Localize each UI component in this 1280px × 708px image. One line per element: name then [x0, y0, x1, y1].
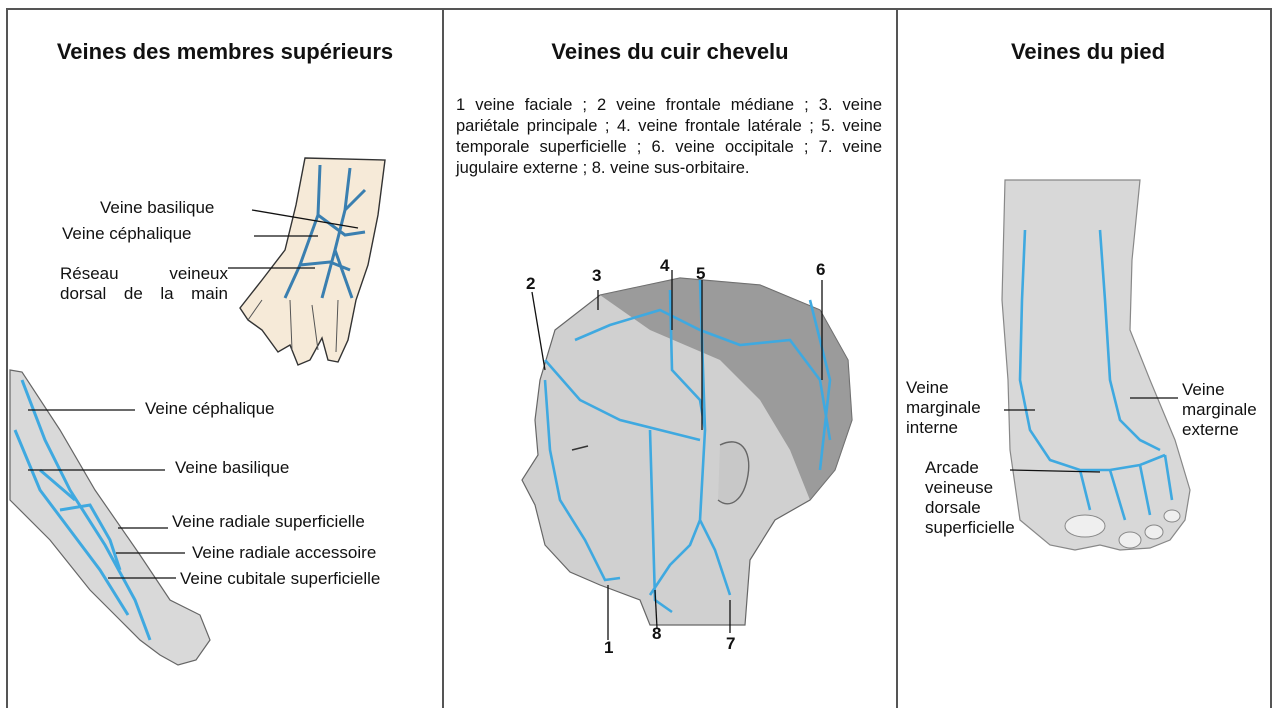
hand-label-cephalic: Veine céphalique — [62, 224, 192, 244]
hand-label-basilic: Veine basilique — [100, 198, 214, 218]
scalp-number-6: 6 — [816, 260, 825, 280]
arm-label-cephalic: Veine céphalique — [145, 399, 275, 419]
foot-label-internal-marginal: Veine marginale interne — [906, 378, 984, 438]
scalp-number-7: 7 — [726, 634, 735, 654]
foot-label-external-marginal: Veine marginale externe — [1182, 380, 1272, 440]
scalp-number-1: 1 — [604, 638, 613, 658]
arm-label-radial-superficial: Veine radiale superficielle — [172, 512, 365, 532]
foot-label-dorsal-arch: Arcade veineuse dorsale superficielle — [925, 458, 1045, 538]
scalp-number-8: 8 — [652, 624, 661, 644]
arm-label-ulnar-superficial: Veine cubitale superficielle — [180, 569, 380, 589]
scalp-number-4: 4 — [660, 256, 669, 276]
hand-illustration — [240, 158, 385, 365]
scalp-title: Veines du cuir chevelu — [460, 38, 880, 66]
arm-label-basilic: Veine basilique — [175, 458, 289, 478]
upper-limb-title: Veines des membres supérieurs — [40, 38, 410, 66]
head-illustration — [522, 278, 852, 625]
scalp-legend: 1 veine faciale ; 2 veine frontale média… — [456, 95, 882, 179]
scalp-number-5: 5 — [696, 264, 705, 284]
scalp-number-2: 2 — [526, 274, 535, 294]
arm-label-radial-accessory: Veine radiale accessoire — [192, 543, 376, 563]
foot-title: Veines du pied — [910, 38, 1266, 66]
scalp-number-3: 3 — [592, 266, 601, 286]
hand-label-dorsal-network: Réseau veineux dorsal de la main — [60, 264, 228, 304]
